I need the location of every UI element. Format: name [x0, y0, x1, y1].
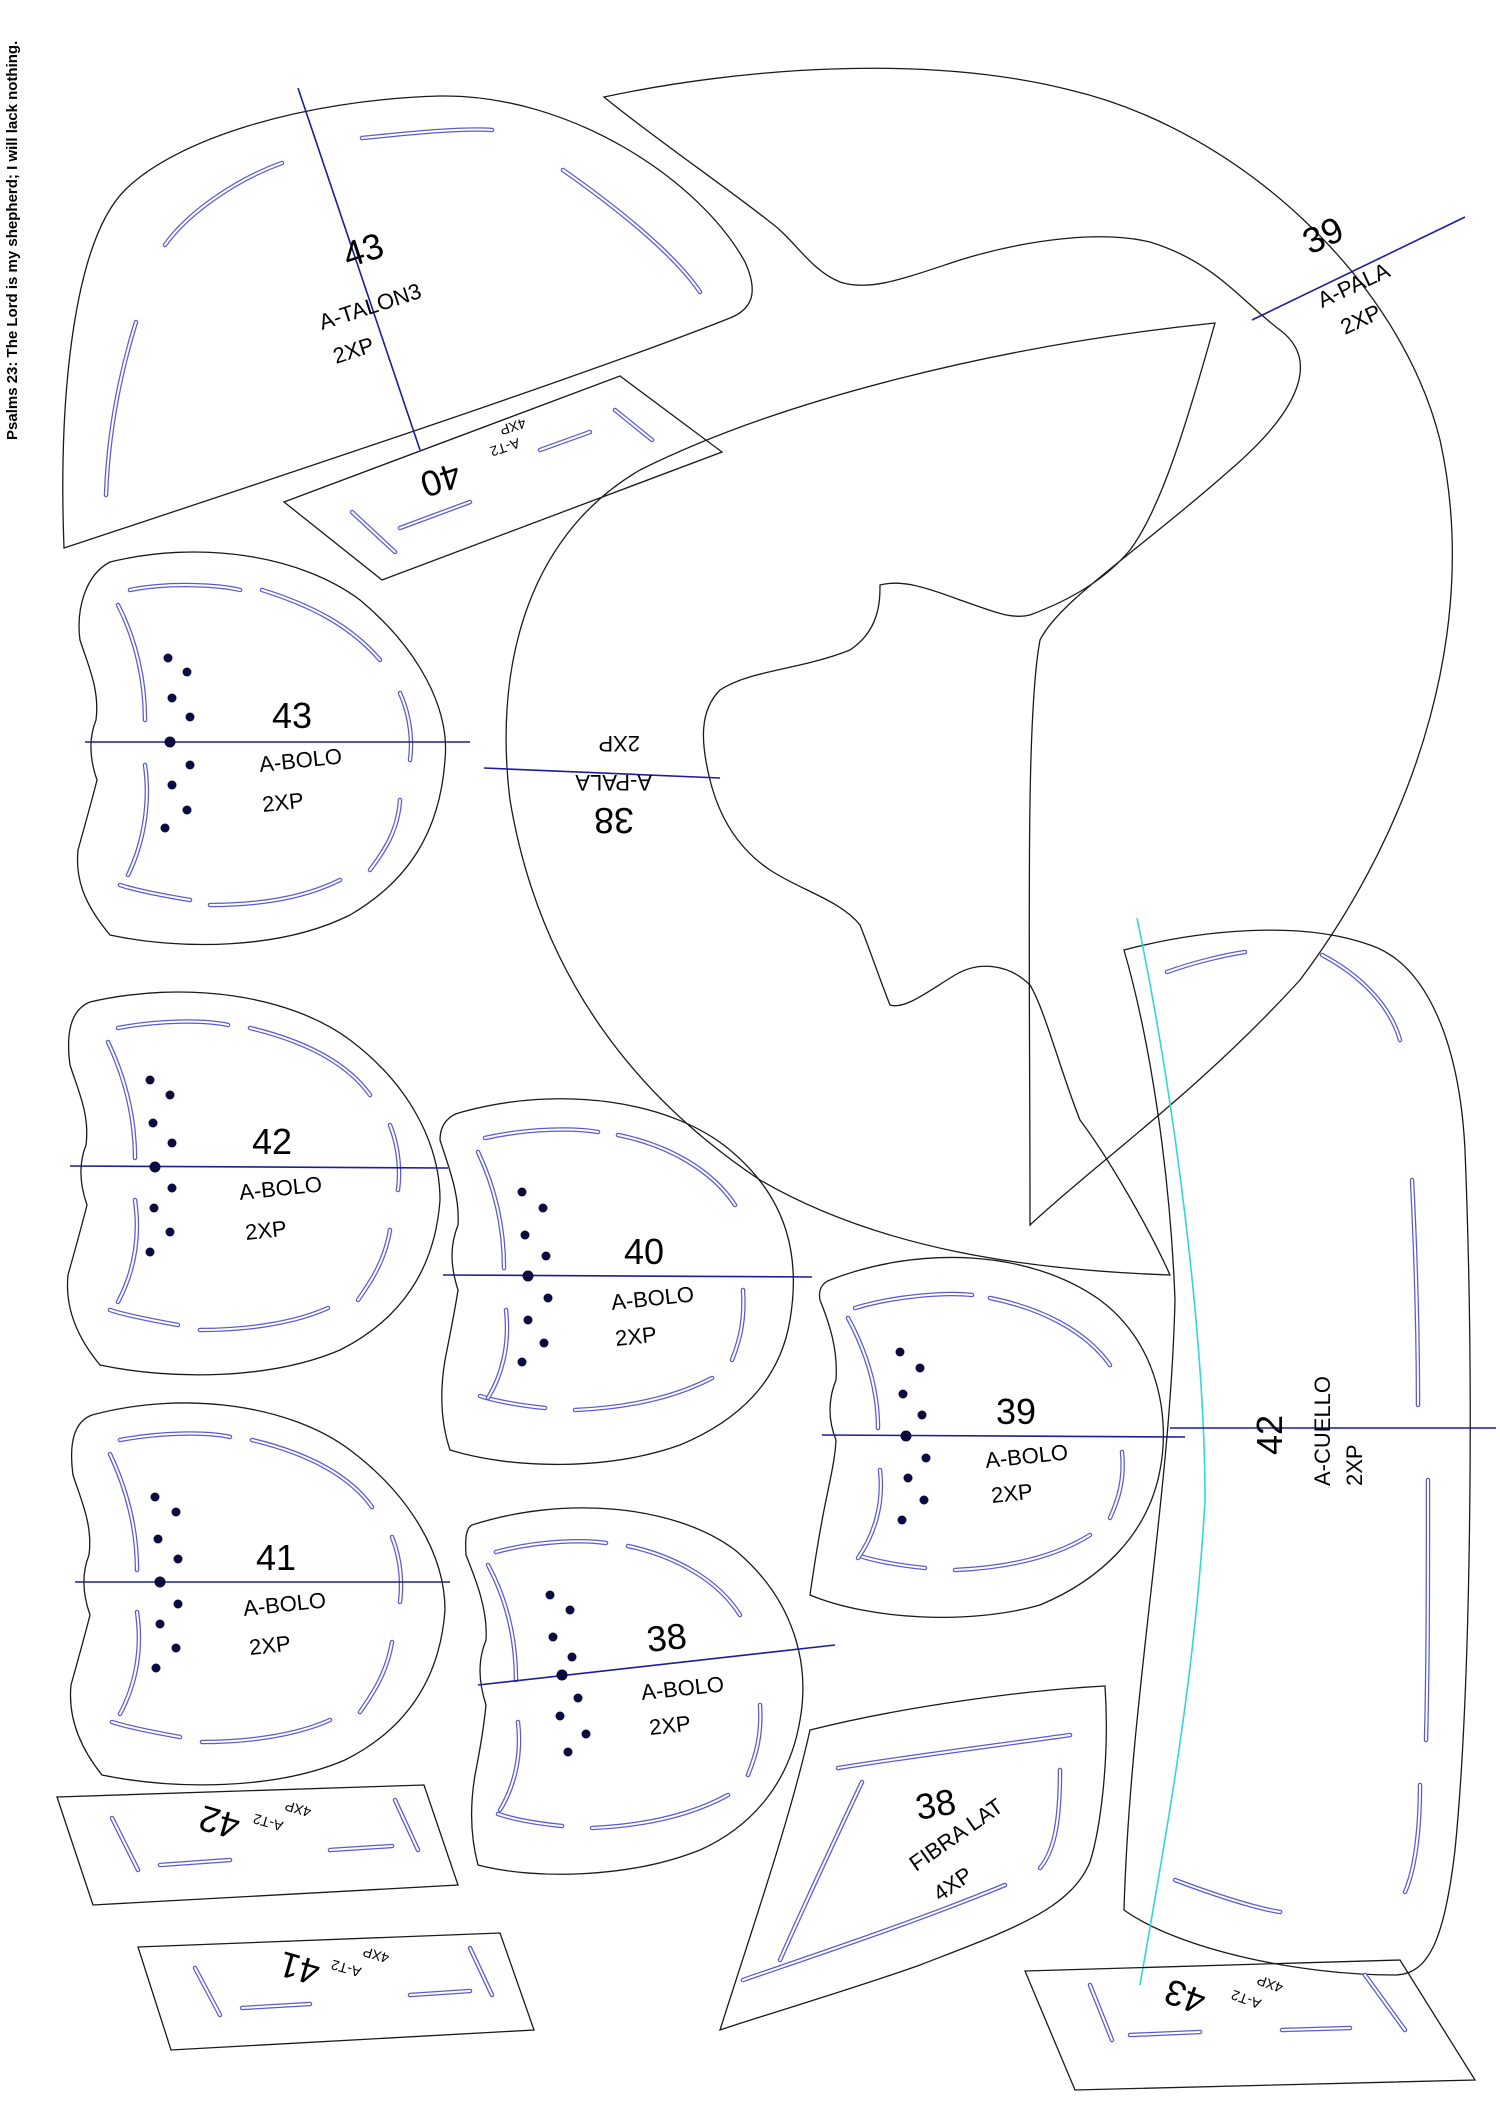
bolo-38-name: A-BOLO [640, 1671, 725, 1705]
t2-41-qty: 4XP [361, 1944, 391, 1967]
piece-pala-39: 39 A-PALA 2XP [602, 67, 1466, 1227]
cuello-42-qty: 2XP [1342, 1444, 1367, 1486]
pala-38-qty: 2XP [598, 731, 640, 756]
bolo-42-name: A-BOLO [238, 1171, 323, 1205]
piece-bolo-40: 40 A-BOLO 2XP [439, 1098, 813, 1466]
bolo-41-size: 41 [256, 1537, 296, 1578]
piece-bolo-43: 43 A-BOLO 2XP [76, 551, 470, 946]
talon-43-qty: 2XP [330, 332, 377, 369]
t2-43-qty: 4XP [1255, 1972, 1285, 1996]
bolo-39-size: 39 [996, 1391, 1036, 1432]
t2-40-qty: 4XP [498, 415, 528, 438]
bolo-43-size: 43 [272, 695, 312, 736]
bolo-38-qty: 2XP [648, 1711, 692, 1740]
piece-pala-38: 38 A-PALA 2XP [483, 322, 1216, 1276]
bolo-39-qty: 2XP [990, 1479, 1034, 1508]
cuello-42-size: 42 [1249, 1415, 1290, 1455]
fibra-38-size: 38 [912, 1781, 959, 1828]
bolo-40-size: 40 [624, 1231, 664, 1272]
bolo-40-qty: 2XP [614, 1322, 658, 1351]
pala-38-name: A-PALA [575, 770, 652, 795]
piece-t2-41: 41 A-T2 4XP [137, 1932, 535, 2051]
pala-39-name: A-PALA [1314, 257, 1394, 312]
t2-42-qty: 4XP [283, 1798, 313, 1821]
bolo-42-qty: 2XP [244, 1216, 288, 1245]
piece-bolo-39: 39 A-BOLO 2XP [809, 1256, 1186, 1618]
piece-bolo-42: 42 A-BOLO 2XP [66, 991, 449, 1376]
bolo-39-name: A-BOLO [984, 1439, 1069, 1473]
bolo-38-size: 38 [645, 1615, 689, 1660]
side-note: Psalms 23: The Lord is my shepherd; I wi… [4, 41, 21, 440]
bolo-41-name: A-BOLO [242, 1587, 327, 1621]
bolo-41-qty: 2XP [248, 1631, 292, 1660]
t2-43-size: 43 [1159, 1971, 1211, 2023]
piece-t2-43: 43 A-T2 4XP [1024, 1959, 1477, 2091]
t2-42-name: A-T2 [251, 1811, 285, 1835]
bolo-42-size: 42 [252, 1121, 292, 1162]
pala-38-size: 38 [594, 800, 634, 841]
cuello-42-name: A-CUELLO [1310, 1376, 1335, 1486]
piece-bolo-41: 41 A-BOLO 2XP [69, 1402, 450, 1786]
t2-41-name: A-T2 [329, 1957, 363, 1981]
bolo-40-name: A-BOLO [610, 1281, 695, 1315]
pala-39-size: 39 [1296, 208, 1350, 262]
piece-t2-42: 42 A-T2 4XP [56, 1784, 459, 1906]
bolo-43-qty: 2XP [261, 788, 305, 817]
t2-43-name: A-T2 [1229, 1987, 1263, 2012]
piece-t2-40: 40 A-T2 4XP [282, 375, 724, 581]
t2-41-size: 41 [274, 1943, 324, 1993]
piece-cuello-42: 42 A-CUELLO 2XP [1123, 917, 1496, 1986]
talon-43-name: A-TALON3 [316, 278, 424, 335]
bolo-43-name: A-BOLO [258, 743, 343, 777]
t2-42-size: 42 [194, 1797, 244, 1847]
t2-40-size: 40 [415, 454, 466, 505]
piece-fibra-38: 38 FIBRA LAT 4XP [718, 1685, 1107, 2032]
piece-bolo-38: 38 A-BOLO 2XP [465, 1507, 836, 1875]
talon-43-size: 43 [338, 224, 389, 275]
